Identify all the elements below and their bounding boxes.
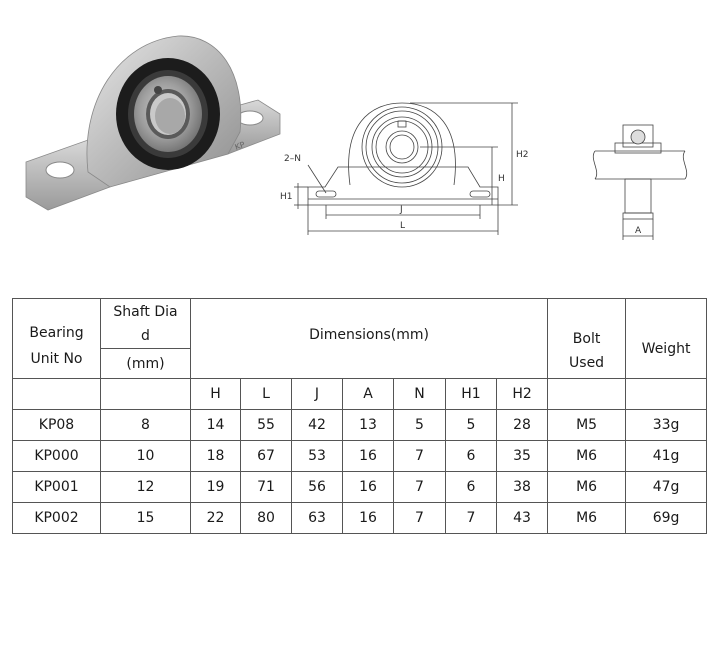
header-bearing-line2: Unit No bbox=[30, 351, 83, 367]
cell-j: 42 bbox=[291, 409, 343, 441]
side-section-drawing: A bbox=[592, 124, 688, 240]
cell-a: 16 bbox=[342, 471, 394, 503]
photo-logo-mark: KP bbox=[234, 140, 247, 152]
cell-weight: 41g bbox=[625, 440, 708, 472]
cell-h: 22 bbox=[190, 502, 241, 534]
subheader-blank-unit bbox=[12, 378, 101, 410]
header-bearing-unit: Bearing Unit No bbox=[12, 298, 101, 379]
cell-d: 10 bbox=[100, 440, 191, 472]
cell-h2: 43 bbox=[495, 502, 549, 534]
cell-n: 7 bbox=[393, 502, 446, 534]
header-bolt-line2: Used bbox=[569, 355, 605, 371]
cell-h2: 28 bbox=[495, 409, 549, 441]
cell-unit: KP001 bbox=[12, 471, 101, 503]
cell-a: 13 bbox=[342, 409, 394, 441]
subheader-j: J bbox=[291, 378, 343, 410]
label-h2: H2 bbox=[516, 150, 529, 160]
cell-h2: 35 bbox=[495, 440, 549, 472]
cell-l: 67 bbox=[240, 440, 292, 472]
cell-bolt: M6 bbox=[547, 502, 627, 534]
label-2n: 2–N bbox=[284, 154, 301, 164]
header-weight: Weight bbox=[625, 298, 708, 379]
subheader-h: H bbox=[190, 378, 241, 410]
subheader-l: L bbox=[240, 378, 292, 410]
header-bearing-line1: Bearing bbox=[29, 325, 84, 341]
bearing-photo: KP bbox=[25, 35, 281, 211]
cell-h: 14 bbox=[190, 409, 241, 441]
table-row: KP000 10 18 67 53 16 7 6 35 M6 41g bbox=[12, 440, 708, 472]
subheader-h2: H2 bbox=[495, 378, 549, 410]
cell-weight: 47g bbox=[625, 471, 708, 503]
cell-n: 7 bbox=[393, 440, 446, 472]
subheader-blank-bolt bbox=[547, 378, 627, 410]
subheader-n: N bbox=[393, 378, 446, 410]
label-h1: H1 bbox=[280, 192, 293, 202]
cell-j: 53 bbox=[291, 440, 343, 472]
cell-a: 16 bbox=[342, 440, 394, 472]
table-row: KP08 8 14 55 42 13 5 5 28 M5 33g bbox=[12, 409, 708, 441]
header-shaft-dia: Shaft Dia d bbox=[100, 298, 191, 349]
cell-d: 8 bbox=[100, 409, 191, 441]
subheader-blank-weight bbox=[625, 378, 708, 410]
cell-h: 19 bbox=[190, 471, 241, 503]
cell-bolt: M5 bbox=[547, 409, 627, 441]
header-dimensions: Dimensions(mm) bbox=[189, 298, 549, 379]
subheader-blank-shaft bbox=[100, 378, 191, 410]
cell-l: 71 bbox=[240, 471, 292, 503]
dimension-subheader-row: H L J A N H1 H2 bbox=[12, 378, 708, 410]
cell-n: 7 bbox=[393, 471, 446, 503]
header-shaft-line1: Shaft Dia bbox=[113, 303, 178, 320]
header-bolt-used: Bolt Used bbox=[547, 298, 627, 379]
cell-h1: 5 bbox=[445, 409, 497, 441]
cell-l: 80 bbox=[240, 502, 292, 534]
cell-unit: KP002 bbox=[12, 502, 101, 534]
cell-h: 18 bbox=[190, 440, 241, 472]
cell-a: 16 bbox=[342, 502, 394, 534]
cell-h1: 6 bbox=[445, 440, 497, 472]
label-l: L bbox=[400, 221, 405, 231]
cell-weight: 33g bbox=[625, 409, 708, 441]
subheader-h1: H1 bbox=[445, 378, 497, 410]
cell-n: 5 bbox=[393, 409, 446, 441]
cell-bolt: M6 bbox=[547, 471, 627, 503]
cell-h2: 38 bbox=[495, 471, 549, 503]
cell-bolt: M6 bbox=[547, 440, 627, 472]
subheader-a: A bbox=[342, 378, 394, 410]
cell-j: 63 bbox=[291, 502, 343, 534]
cell-d: 12 bbox=[100, 471, 191, 503]
cell-h1: 6 bbox=[445, 471, 497, 503]
label-h: H bbox=[498, 174, 505, 184]
table-row: KP002 15 22 80 63 16 7 7 43 M6 69g bbox=[12, 502, 708, 534]
specifications-table: Bearing Unit No Shaft Dia d Dimensions(m… bbox=[12, 298, 708, 534]
front-dimension-drawing: 2–N H1 H H2 J L bbox=[280, 102, 529, 235]
cell-h1: 7 bbox=[445, 502, 497, 534]
cell-weight: 69g bbox=[625, 502, 708, 534]
cell-j: 56 bbox=[291, 471, 343, 503]
table-row: KP001 12 19 71 56 16 7 6 38 M6 47g bbox=[12, 471, 708, 503]
header-shaft-unit: (mm) bbox=[100, 348, 191, 379]
header-bolt-line1: Bolt bbox=[572, 331, 601, 347]
label-a: A bbox=[635, 226, 642, 236]
cell-l: 55 bbox=[240, 409, 292, 441]
label-j: J bbox=[399, 205, 403, 215]
cell-unit: KP08 bbox=[12, 409, 101, 441]
header-shaft-line2: d bbox=[141, 327, 150, 344]
cell-unit: KP000 bbox=[12, 440, 101, 472]
cell-d: 15 bbox=[100, 502, 191, 534]
product-illustrations: KP bbox=[0, 0, 728, 260]
